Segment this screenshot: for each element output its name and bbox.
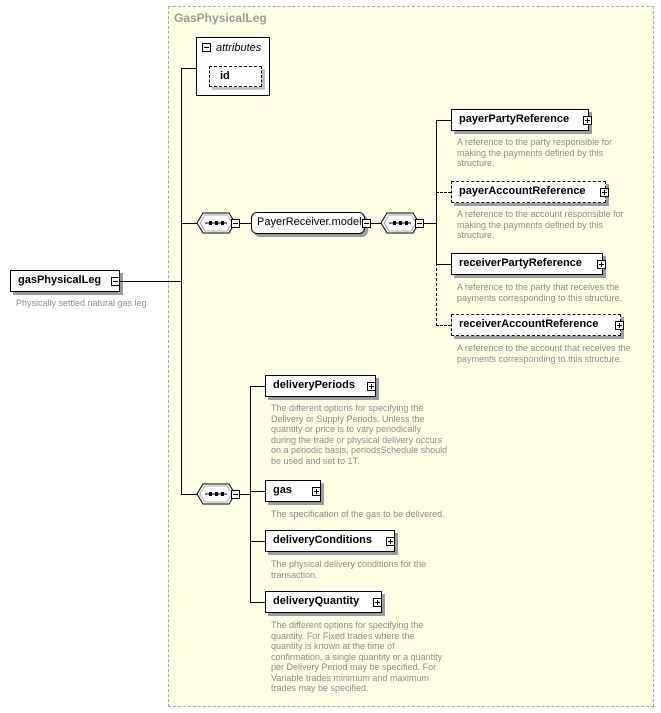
element-receiver-party-reference[interactable]: receiverPartyReference [451, 253, 603, 275]
expand-icon[interactable] [312, 487, 321, 496]
element-gas[interactable]: gas [265, 480, 321, 502]
element-label: deliveryQuantity [273, 595, 360, 607]
connector [371, 223, 381, 224]
element-description: A reference to the account responsible f… [457, 209, 624, 240]
connector [424, 223, 436, 224]
connector [250, 386, 251, 602]
element-receiver-account-reference[interactable]: receiverAccountReference [451, 314, 621, 336]
connector [240, 223, 251, 224]
connector [120, 281, 181, 282]
connector [436, 325, 451, 326]
expand-icon[interactable] [600, 188, 609, 197]
collapse-icon[interactable] [415, 219, 424, 228]
connector [250, 491, 265, 492]
collapse-icon[interactable] [231, 490, 240, 499]
connector [436, 192, 451, 193]
collapse-icon[interactable] [362, 219, 371, 228]
connector [181, 68, 196, 69]
model-group[interactable]: PayerReceiver.model [251, 212, 365, 234]
element-description: A reference to the account that receives… [457, 343, 631, 364]
connector [436, 223, 437, 326]
expand-icon[interactable] [583, 116, 592, 125]
element-label: payerAccountReference [459, 185, 586, 197]
element-description: A reference to the party that receives t… [457, 282, 623, 303]
element-delivery-periods[interactable]: deliveryPeriods [265, 375, 376, 397]
element-description: A reference to the party responsible for… [457, 137, 613, 168]
attribute-id-label: id [220, 70, 230, 82]
connector [181, 494, 197, 495]
expand-icon[interactable] [597, 260, 606, 269]
element-description: The physical delivery conditions for the… [271, 559, 427, 580]
sequence-compositor-icon[interactable] [196, 481, 244, 507]
root-element-label: gasPhysicalLeg [18, 274, 102, 286]
element-label: receiverAccountReference [459, 318, 599, 330]
element-label: deliveryConditions [273, 534, 373, 546]
type-title: GasPhysicalLeg [174, 11, 267, 25]
collapse-icon[interactable] [202, 43, 211, 52]
expand-icon[interactable] [615, 321, 624, 330]
element-description: The different options for specifying the… [271, 403, 448, 466]
connector [436, 120, 451, 121]
element-delivery-quantity[interactable]: deliveryQuantity [265, 591, 382, 613]
connector [250, 541, 265, 542]
connector [240, 494, 250, 495]
element-description: The specification of the gas to be deliv… [271, 509, 445, 519]
sequence-compositor-icon[interactable] [380, 210, 428, 236]
element-delivery-conditions[interactable]: deliveryConditions [265, 530, 395, 552]
connector [250, 386, 265, 387]
connector [181, 223, 197, 224]
element-description: The different options for specifying the… [271, 620, 443, 693]
expand-icon[interactable] [386, 537, 395, 546]
element-label: payerPartyReference [459, 113, 570, 125]
attribute-id[interactable]: id [209, 66, 262, 87]
element-label: receiverPartyReference [459, 257, 582, 269]
element-label: gas [273, 484, 292, 496]
connector [436, 264, 451, 265]
connector [181, 68, 182, 494]
root-description: Physically settled natural gas leg. [16, 298, 150, 308]
element-payer-party-reference[interactable]: payerPartyReference [451, 109, 589, 131]
root-element[interactable]: gasPhysicalLeg [10, 270, 120, 292]
element-label: deliveryPeriods [273, 379, 355, 391]
expand-icon[interactable] [367, 382, 376, 391]
collapse-icon[interactable] [111, 277, 120, 286]
expand-icon[interactable] [373, 598, 382, 607]
model-group-label: PayerReceiver.model [257, 216, 362, 228]
element-payer-account-reference[interactable]: payerAccountReference [451, 181, 606, 203]
connector [250, 602, 265, 603]
collapse-icon[interactable] [231, 219, 240, 228]
attributes-label: attributes [216, 42, 262, 54]
sequence-compositor-icon[interactable] [196, 210, 244, 236]
